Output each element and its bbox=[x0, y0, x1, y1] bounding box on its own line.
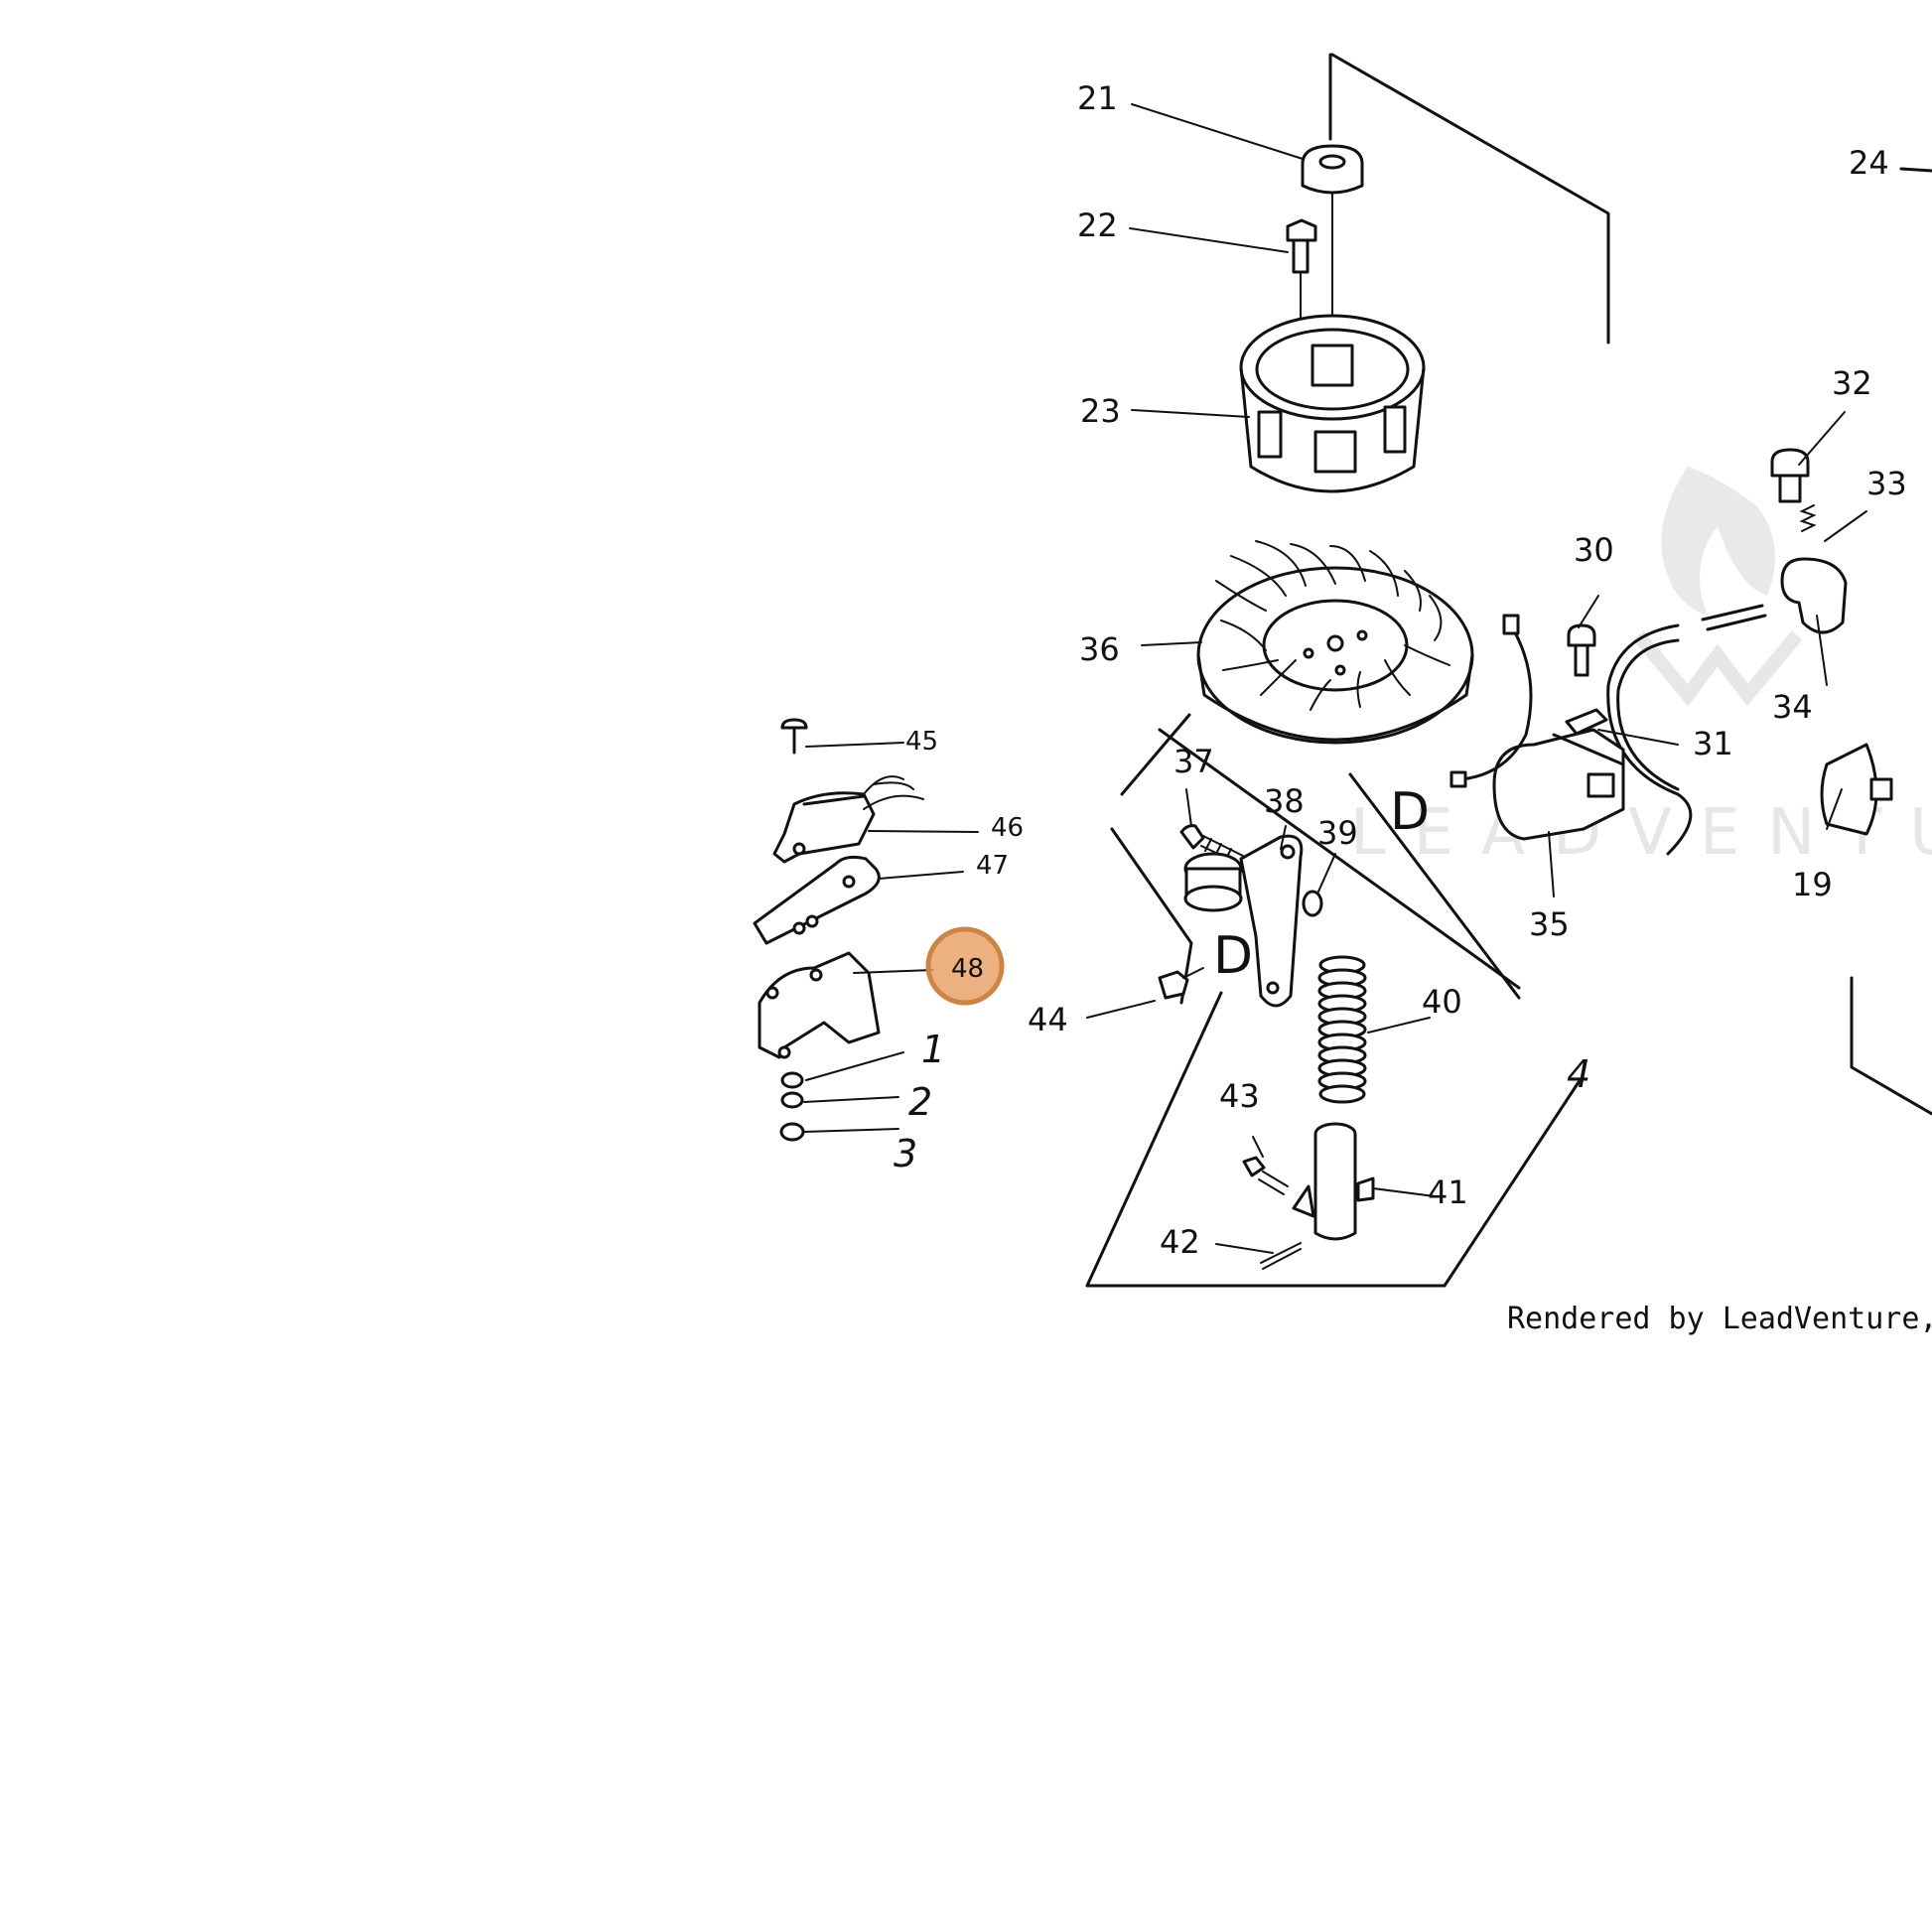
part-label-23[interactable]: 23 bbox=[1080, 392, 1121, 430]
part-label-39[interactable]: 39 bbox=[1317, 814, 1358, 852]
part-label-2[interactable]: 2 bbox=[908, 1080, 932, 1124]
part-label-44[interactable]: 44 bbox=[1028, 1001, 1068, 1038]
flywheel bbox=[1196, 540, 1474, 745]
reference-letter-d: D bbox=[1390, 782, 1430, 842]
part-label-34[interactable]: 34 bbox=[1772, 688, 1813, 726]
ignition-assembly bbox=[1449, 167, 1932, 1116]
part-label-40[interactable]: 40 bbox=[1422, 983, 1462, 1021]
part-label-1[interactable]: 1 bbox=[921, 1028, 945, 1071]
part-labels: 21 22 23 24 36 30 31 32 33 34 35 19 37 3… bbox=[894, 79, 1907, 1261]
part-48-hotspot[interactable] bbox=[925, 926, 1005, 1006]
leader-lines bbox=[803, 103, 1867, 1254]
part-label-45[interactable]: 45 bbox=[905, 727, 938, 757]
part-label-4[interactable]: 4 bbox=[1567, 1052, 1590, 1096]
part-label-24[interactable]: 24 bbox=[1849, 144, 1889, 182]
part-label-43[interactable]: 43 bbox=[1219, 1077, 1260, 1115]
part-label-47[interactable]: 47 bbox=[976, 851, 1009, 881]
credit-text: Rendered by LeadVenture, Inc. bbox=[1507, 1302, 1932, 1336]
part-label-31[interactable]: 31 bbox=[1693, 725, 1733, 762]
upper-assembly bbox=[1239, 53, 1610, 493]
part-label-3[interactable]: 3 bbox=[894, 1132, 917, 1175]
part-label-41[interactable]: 41 bbox=[1428, 1173, 1468, 1211]
part-label-19[interactable]: 19 bbox=[1792, 866, 1833, 903]
part-label-42[interactable]: 42 bbox=[1160, 1223, 1200, 1261]
part-label-30[interactable]: 30 bbox=[1574, 531, 1614, 569]
part-label-33[interactable]: 33 bbox=[1866, 465, 1907, 502]
part-label-22[interactable]: 22 bbox=[1077, 207, 1118, 244]
part-label-46[interactable]: 46 bbox=[991, 813, 1024, 843]
part-label-21[interactable]: 21 bbox=[1077, 79, 1118, 117]
part-label-37[interactable]: 37 bbox=[1173, 743, 1214, 780]
part-label-48[interactable]: 48 bbox=[951, 954, 984, 984]
base-assembly bbox=[1085, 713, 1581, 1288]
reference-letter-d-second: D bbox=[1213, 926, 1253, 986]
part-label-36[interactable]: 36 bbox=[1079, 630, 1120, 668]
left-bracket-assembly bbox=[753, 718, 924, 1142]
part-label-38[interactable]: 38 bbox=[1264, 782, 1305, 820]
part-label-32[interactable]: 32 bbox=[1832, 364, 1872, 402]
part-label-35[interactable]: 35 bbox=[1529, 905, 1570, 943]
